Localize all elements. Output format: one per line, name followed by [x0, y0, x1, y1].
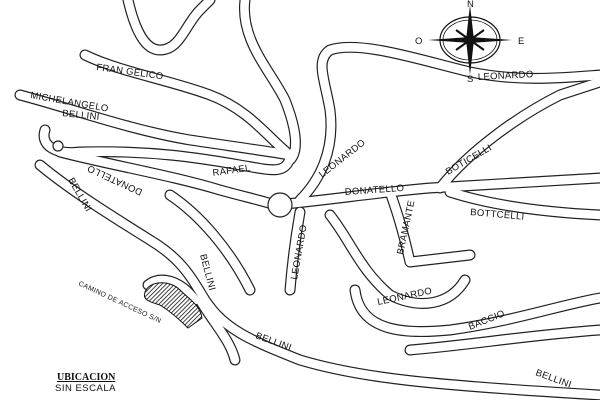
compass-o: O: [415, 36, 423, 47]
road-edge: [434, 76, 600, 194]
road-surface: [325, 210, 470, 308]
road-surface: [385, 187, 475, 267]
road-surface: [123, 0, 215, 55]
road-surface: [445, 187, 600, 220]
road-surface: [295, 43, 600, 205]
road-surface: [55, 147, 280, 210]
map-scale-note: SIN ESCALA: [55, 383, 116, 394]
cul-de-sac: [52, 140, 64, 152]
road-surface: [15, 90, 295, 160]
compass-n: N: [467, 0, 474, 10]
road-surface: [195, 295, 240, 365]
road-surface: [435, 77, 600, 193]
road-surface: [80, 50, 295, 160]
label-bellini-1: BELLINI: [62, 108, 100, 123]
label-donatello-2: DONATELLO: [344, 183, 404, 198]
road-surface: [285, 207, 305, 295]
roundabout: [267, 192, 293, 218]
label-botticelli-2: BOTTCELLI: [470, 207, 525, 223]
map-title: UBICACION: [57, 372, 116, 383]
road-surface: [165, 190, 255, 295]
compass-e: E: [518, 36, 525, 47]
compass-rose: N O E S: [415, 0, 525, 85]
label-botticelli-1: BOTICELLI: [444, 142, 494, 177]
road-surface: [405, 325, 600, 355]
road-surface: [270, 173, 600, 210]
road-surface: [35, 160, 600, 400]
label-rafael: RAFAEL: [212, 163, 251, 179]
road-surface: [350, 285, 600, 336]
road-surface: [143, 275, 200, 305]
label-fran-gelico: FRAN GELICO: [96, 62, 165, 82]
compass-s: S: [467, 74, 474, 85]
label-leonardo-top: LEONARDO: [478, 69, 534, 83]
road-surface: [240, 0, 300, 165]
site-parcel: [143, 282, 203, 329]
